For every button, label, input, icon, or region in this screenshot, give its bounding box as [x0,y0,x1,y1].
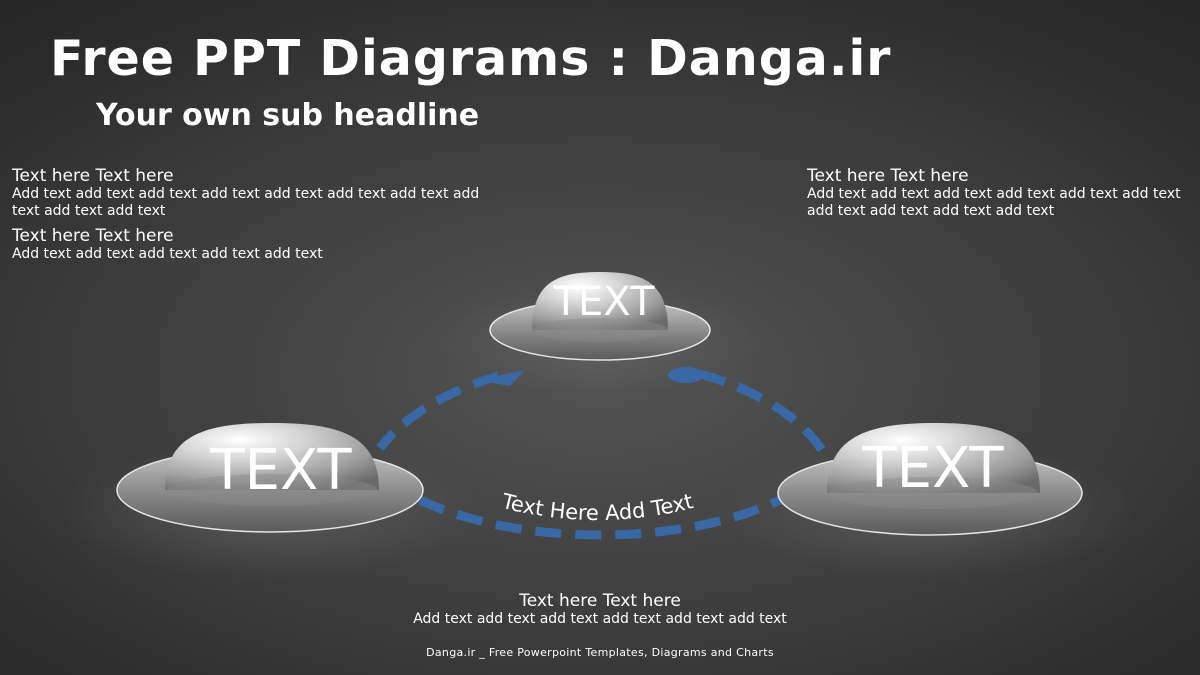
text-block-top-right: Text here Text here Add text add text ad… [807,166,1197,220]
dome-top-label: TEXT [553,279,655,325]
arrow-head-left [478,370,525,386]
text-block-heading: Text here Text here [807,166,969,186]
footer-credit: Danga.ir _ Free Powerpoint Templates, Di… [426,646,774,659]
text-block-body: Add text add text add text add text add … [12,186,480,219]
text-block-body: Add text add text add text add text add … [12,246,323,262]
text-block-top-left-2: Text here Text here Add text add text ad… [12,226,482,263]
dome-left-label: TEXT [209,438,352,503]
page-title: Free PPT Diagrams : Danga.ir [50,30,892,87]
page-subtitle: Your own sub headline [96,98,480,133]
text-block-heading: Text here Text here [12,166,174,186]
dome-right-label: TEXT [861,436,1004,501]
text-block-top-left-1: Text here Text here Add text add text ad… [12,166,482,220]
text-block-body: Add text add text add text add text add … [413,611,787,627]
dome-right: TEXT [777,423,1083,536]
text-block-heading: Text here Text here [12,226,174,246]
cycle-label: Text Here Add Text [499,489,696,525]
dome-top: TEXT [489,272,711,361]
dome-left: TEXT [116,423,424,533]
connector-dot [668,367,704,383]
text-block-heading: Text here Text here [519,591,681,611]
text-block-bottom-center: Text here Text here Add text add text ad… [380,591,820,628]
cycle-ring [376,367,829,540]
text-block-body: Add text add text add text add text add … [807,186,1181,219]
